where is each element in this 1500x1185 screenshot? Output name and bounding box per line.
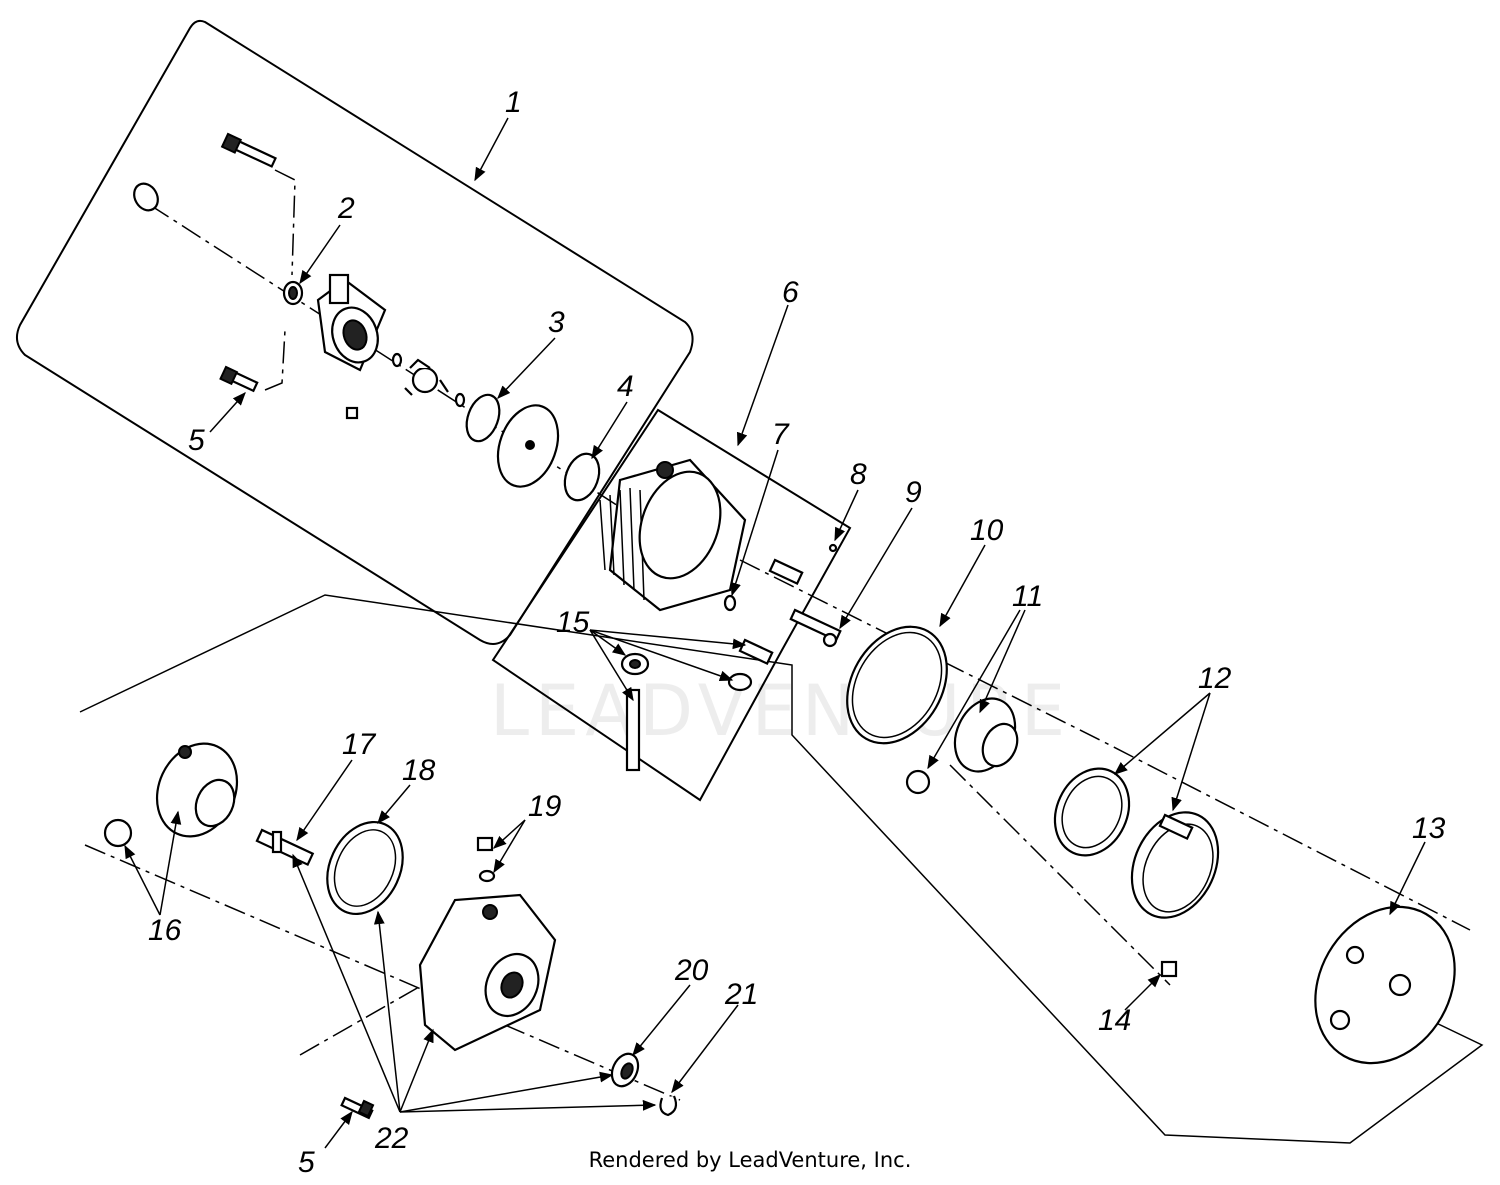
axis-line-14 [949,764,1171,986]
callout-6: 6 [782,276,799,309]
axis-line-pump [149,204,641,521]
collar-11[interactable] [905,689,1026,795]
fittings-19[interactable] [476,836,496,883]
callout-7: 7 [772,418,790,451]
end-plate-13[interactable] [1288,881,1483,1088]
cover-22[interactable] [418,893,557,1052]
shaft-17[interactable] [255,828,315,867]
callout-8: 8 [850,458,867,491]
pump-o-ring-4[interactable] [559,449,605,505]
callout-5-lower: 5 [298,1146,315,1179]
leader-lines [124,117,1426,1149]
pin-14[interactable] [1160,960,1178,978]
callout-12: 12 [1198,662,1232,695]
pump-small-pins[interactable] [345,352,466,420]
clip-21[interactable] [659,1095,678,1117]
band-12-front[interactable] [1041,756,1142,867]
collar-16[interactable] [103,730,252,849]
callout-21: 21 [724,978,758,1011]
housing-bearing-15[interactable] [620,652,753,772]
bearing-20[interactable] [607,1050,643,1091]
band-12-rear[interactable] [1116,798,1235,932]
pump-washer[interactable] [129,179,162,214]
pump-screw-lower[interactable] [219,365,259,393]
footer-credit: Rendered by LeadVenture, Inc. [588,1148,912,1172]
axis-line-main [739,559,1471,931]
lower-assembly-outline[interactable] [79,594,1484,1144]
pump-body[interactable] [316,273,387,372]
callout-18: 18 [402,754,436,787]
callout-17: 17 [342,728,377,761]
axis-line-cover [84,844,681,1101]
pump-screw-upper[interactable] [220,132,277,168]
bolt-5-lower[interactable] [340,1096,375,1120]
callout-1: 1 [505,86,522,119]
axis-line-screws [264,169,296,391]
pump-impeller[interactable] [404,358,449,396]
callout-16: 16 [148,914,182,947]
housing-shaft-9[interactable] [789,608,842,648]
gear-housing[interactable] [599,458,747,612]
pump-o-ring-3[interactable] [461,390,506,445]
callout-13: 13 [1412,812,1446,845]
callout-11: 11 [1012,580,1043,613]
callout-22: 22 [374,1122,409,1155]
callout-5-upper: 5 [188,424,205,457]
callout-20: 20 [674,954,709,987]
callout-19: 19 [528,790,562,823]
callout-4: 4 [617,370,634,403]
callout-15: 15 [556,606,590,639]
callout-3: 3 [548,306,565,339]
axis-line-bolt [299,974,441,1056]
large-o-ring-10[interactable] [827,609,967,761]
callout-9: 9 [905,476,922,509]
pump-plate[interactable] [487,397,568,495]
callout-2: 2 [337,192,355,225]
pump-seal[interactable] [282,280,304,306]
callout-14: 14 [1098,1004,1131,1037]
callout-10: 10 [970,514,1004,547]
pump-assembly-outline [15,19,694,645]
housing-assembly-outline [491,408,852,802]
ring-18[interactable] [313,810,417,927]
